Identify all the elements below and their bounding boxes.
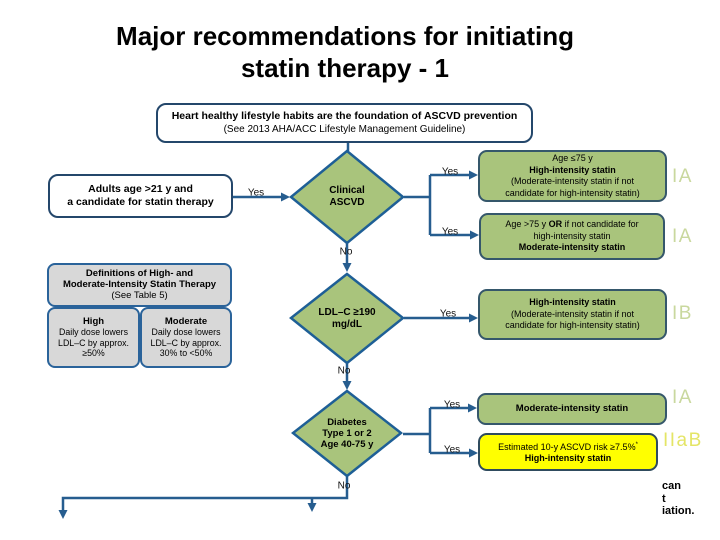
decision-clinical-ascvd: Clinical ASCVD	[289, 149, 405, 245]
def-high-line1: Daily dose lowers	[59, 327, 128, 338]
diamond-shape	[288, 272, 406, 365]
lifestyle-line1: Heart healthy lifestyle habits are the f…	[171, 110, 518, 122]
ob2-line1: Age >75 y OR if not candidate for	[505, 219, 638, 231]
definition-high-box: High Daily dose lowers LDL–C by approx. …	[47, 307, 140, 368]
def-header-line2: Moderate-Intensity Statin Therapy	[62, 279, 217, 290]
adults-candidate-box: Adults age >21 y and a candidate for sta…	[48, 174, 233, 218]
ldl-line2: mg/dL	[332, 318, 362, 330]
slide-title-line2: statin therapy - 1	[240, 53, 450, 83]
ob2-line1a: Age >75 y	[505, 219, 549, 230]
aha-logo-fragment: can t iation.	[662, 480, 694, 518]
ob1-line3: (Moderate-intensity statin if not	[510, 176, 635, 186]
diabetes-line3: Age 40-75 y	[320, 439, 374, 450]
def-high-title: High	[82, 316, 105, 328]
outcome-diabetes-moderate-box: Moderate-intensity statin	[477, 393, 667, 425]
def-high-line2: LDL–C by approx.	[58, 337, 129, 348]
outcome-age-le75-box: Age ≤75 y High-intensity statin (Moderat…	[478, 150, 667, 202]
definitions-header-box: Definitions of High- and Moderate-Intens…	[47, 263, 232, 307]
ob2-line2: high-intensity statin	[533, 230, 611, 241]
diabetes-line2: Type 1 or 2	[322, 428, 372, 439]
definition-moderate-box: Moderate Daily dose lowers LDL–C by appr…	[140, 307, 232, 368]
label-yes-ascvd-top: Yes	[441, 166, 459, 178]
aha-logo-line2: t	[662, 492, 666, 505]
adults-line1: Adults age >21 y and	[88, 183, 193, 195]
lifestyle-foundation-box: Heart healthy lifestyle habits are the f…	[156, 103, 533, 143]
outcome-age-gt75-box: Age >75 y OR if not candidate for high-i…	[479, 213, 665, 260]
clinical-line1: Clinical	[329, 185, 365, 196]
diamond-shape	[290, 389, 404, 478]
decision-ldl: LDL–C ≥190 mg/dL	[288, 272, 406, 365]
ob3-line1: High-intensity statin	[529, 297, 616, 308]
ob2-line1c: if not candidate for	[562, 219, 639, 230]
ldl-line1: LDL–C ≥190	[318, 306, 376, 318]
ob3-line3: candidate for high-intensity statin)	[505, 320, 640, 331]
adults-line2: a candidate for statin therapy	[67, 196, 214, 208]
diamond-shape	[289, 149, 405, 245]
decision-diabetes: Diabetes Type 1 or 2 Age 40-75 y	[290, 389, 404, 478]
ob1-line4: candidate for high-intensity statin)	[505, 187, 640, 198]
slide-title-line1: Major recommendations for initiating	[116, 21, 574, 51]
grade-label-ia-2: IA	[672, 226, 693, 247]
ob5-line1-text: Estimated 10-y ASCVD risk ≥7.5%	[498, 441, 636, 452]
def-moderate-title: Moderate	[164, 316, 208, 328]
label-yes-diabetes-top: Yes	[443, 399, 461, 411]
ob1-line2: High-intensity statin	[529, 164, 616, 175]
ob5-footnote-marker: *	[635, 441, 638, 448]
ob5-line2: High-intensity statin	[524, 453, 612, 463]
decision-ldl-text: LDL–C ≥190 mg/dL	[289, 272, 405, 365]
ob3-line2: (Moderate-intensity statin if not	[510, 308, 635, 319]
label-no-ldl: No	[337, 365, 351, 377]
outcome-ldl-high-box: High-intensity statin (Moderate-intensit…	[478, 289, 667, 340]
def-header-line3: (See Table 5)	[111, 290, 168, 301]
def-high-line3: ≥50%	[82, 348, 105, 359]
outcome-diabetes-high-box: Estimated 10-y ASCVD risk ≥7.5%* High-in…	[478, 433, 658, 471]
diabetes-line1: Diabetes	[327, 417, 367, 428]
ob5-line1: Estimated 10-y ASCVD risk ≥7.5%*	[498, 440, 638, 454]
label-yes-adults: Yes	[247, 187, 265, 199]
def-moderate-line2: LDL–C by approx.	[150, 337, 222, 348]
grade-label-ia-3: IA	[672, 387, 693, 408]
label-no-diabetes: No	[337, 480, 351, 492]
label-yes-ascvd-bottom: Yes	[441, 226, 459, 238]
aha-logo-line1: can	[662, 480, 681, 492]
ob2-line3: Moderate-intensity statin	[518, 242, 626, 253]
ob1-line1: Age ≤75 y	[552, 153, 593, 163]
lifestyle-line2: (See 2013 AHA/ACC Lifestyle Management G…	[223, 124, 466, 135]
ob2-line1b: OR	[548, 219, 563, 230]
label-no-ascvd: No	[339, 246, 353, 258]
clinical-line2: ASCVD	[329, 197, 365, 208]
aha-logo-line3: iation.	[662, 505, 695, 517]
label-yes-ldl: Yes	[439, 308, 457, 320]
def-moderate-line1: Daily dose lowers	[151, 327, 221, 338]
ob4-line1: Moderate-intensity statin	[515, 403, 629, 415]
slide-title: Major recommendations for initiating sta…	[0, 20, 690, 84]
grade-label-iiab: IIaB	[663, 430, 703, 451]
decision-diabetes-text: Diabetes Type 1 or 2 Age 40-75 y	[291, 389, 403, 478]
decision-clinical-ascvd-text: Clinical ASCVD	[289, 149, 405, 245]
label-yes-diabetes-bottom: Yes	[443, 444, 461, 456]
def-header-line1: Definitions of High- and	[85, 268, 194, 279]
grade-label-ib: IB	[672, 303, 693, 324]
def-moderate-line3: 30% to <50%	[159, 348, 213, 359]
grade-label-ia-1: IA	[672, 166, 693, 187]
